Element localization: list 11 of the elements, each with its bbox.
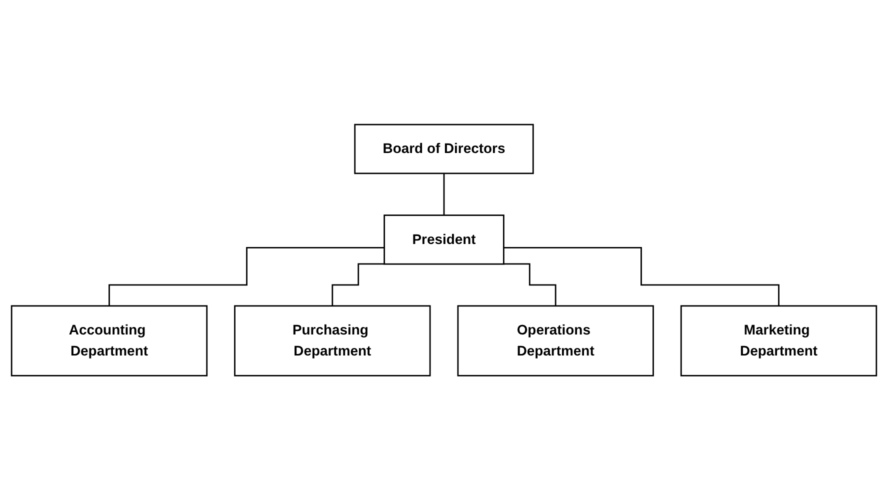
connector xyxy=(443,172,445,216)
node-box: Accounting Department xyxy=(10,305,208,376)
connector xyxy=(504,246,780,306)
connector xyxy=(504,263,556,306)
connector xyxy=(332,263,384,306)
node-box: Board of Directors xyxy=(354,124,534,174)
node-box: President xyxy=(384,214,504,265)
node-box: Purchasing Department xyxy=(234,305,431,376)
node-box: Operations Department xyxy=(457,305,654,376)
node-box: Marketing Department xyxy=(680,305,878,376)
connector xyxy=(108,246,384,306)
